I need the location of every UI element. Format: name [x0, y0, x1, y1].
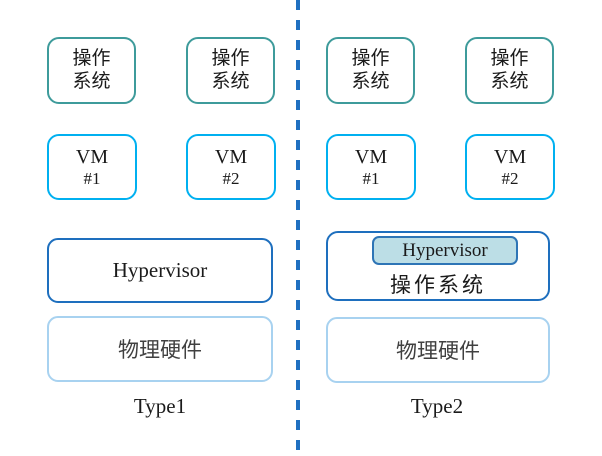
hardware-label: 物理硬件: [118, 338, 202, 362]
type2-guest-os-box-2: 操作 系统: [465, 37, 554, 104]
dashed-divider-line: [296, 0, 300, 456]
type2-vm2-box: VM #2: [465, 134, 555, 200]
hypervisor-label: Hypervisor: [402, 239, 488, 261]
type1-guest-os-box-1: 操作 系统: [47, 37, 136, 104]
type2-caption: Type2: [410, 394, 464, 418]
type2-hardware-box: 物理硬件: [326, 317, 550, 383]
vm-number: #2: [222, 168, 240, 188]
guest-os-label-line2: 系统: [72, 70, 111, 92]
host-os-label: 操作系统: [390, 273, 486, 297]
type1-vm2-box: VM #2: [186, 134, 276, 200]
vm-number: #2: [501, 168, 519, 188]
guest-os-label-line2: 系统: [351, 70, 390, 92]
hypervisor-label: Hypervisor: [112, 258, 208, 282]
type2-hypervisor-badge: Hypervisor: [372, 236, 518, 265]
guest-os-label-line2: 系统: [211, 70, 250, 92]
type2-vm1-box: VM #1: [326, 134, 416, 200]
vm-label: VM: [354, 145, 388, 168]
guest-os-label-line1: 操作: [72, 47, 111, 69]
type2-guest-os-box-1: 操作 系统: [326, 37, 415, 104]
vm-label: VM: [75, 145, 109, 168]
vm-number: #1: [362, 168, 380, 188]
type2-host-os-box: Hypervisor 操作系统: [326, 231, 550, 301]
type1-vm1-box: VM #1: [47, 134, 137, 200]
type1-caption: Type1: [133, 394, 187, 418]
type1-hardware-box: 物理硬件: [47, 316, 273, 382]
guest-os-label-line1: 操作: [490, 47, 529, 69]
type1-guest-os-box-2: 操作 系统: [186, 37, 275, 104]
type1-hypervisor-box: Hypervisor: [47, 238, 273, 303]
guest-os-label-line1: 操作: [351, 47, 390, 69]
guest-os-label-line1: 操作: [211, 47, 250, 69]
guest-os-label-line2: 系统: [490, 70, 529, 92]
vm-label: VM: [214, 145, 248, 168]
vm-number: #1: [83, 168, 101, 188]
vm-label: VM: [493, 145, 527, 168]
hardware-label: 物理硬件: [396, 339, 480, 363]
